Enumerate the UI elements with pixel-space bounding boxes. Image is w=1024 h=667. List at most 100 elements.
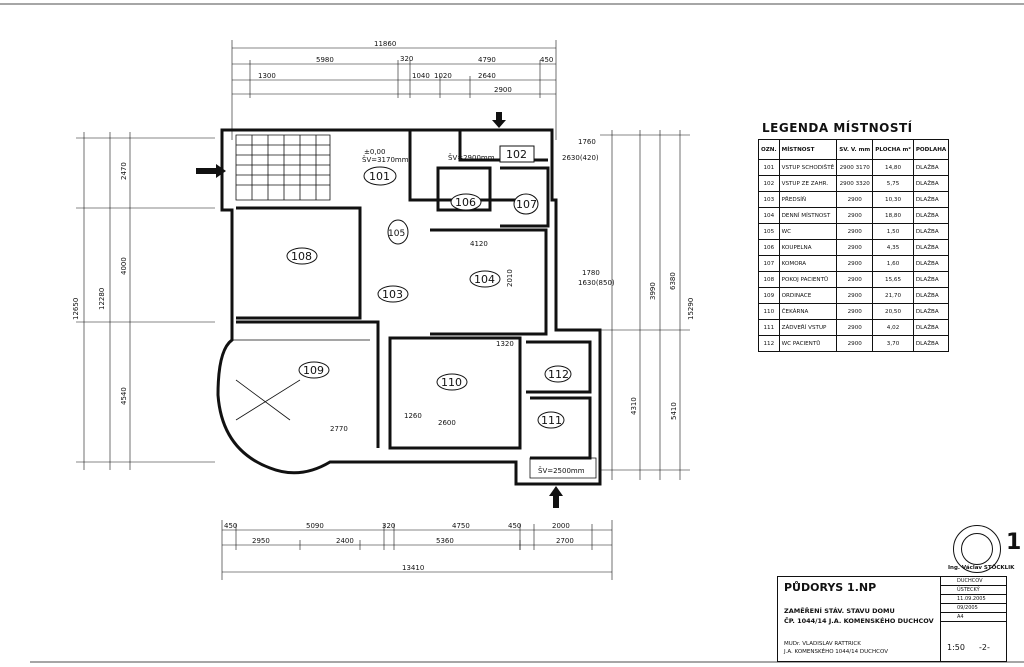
dim-bottom-3: 320 <box>382 522 395 530</box>
legend-cell-name: POKOJ PACIENTŮ <box>778 271 838 288</box>
legend-cell-area: 4,02 <box>872 319 914 336</box>
label-dim-4120: 4120 <box>470 240 488 248</box>
legend-col-area: PLOCHA m² <box>872 139 914 160</box>
legend-cell-id: 101 <box>758 159 780 176</box>
label-height-102: ŠV=2900mm <box>448 153 495 162</box>
drawing-title: PŮDORYS 1.NP <box>784 581 877 594</box>
room-111: 111 <box>541 414 562 427</box>
legend-cell-height: 2900 <box>836 207 874 224</box>
dim-left-4: 4000 <box>120 257 128 275</box>
dim-top-2: 320 <box>400 55 413 63</box>
legend-cell-area: 15,65 <box>872 271 914 288</box>
label-level-zero: ±0,00 <box>364 148 385 156</box>
drawing-description-2: ČP. 1044/14 J.A. KOMENSKÉHO DUCHCOV <box>784 617 934 625</box>
dim-top-7: 1020 <box>434 72 452 80</box>
legend-cell-floor: DLAŽBA <box>912 207 950 224</box>
right-dimension-lines <box>600 130 690 480</box>
room-legend: LEGENDA MÍSTNOSTÍ OZN. MÍSTNOST SV. V. m… <box>758 121 950 352</box>
legend-cell-area: 3,70 <box>872 335 914 352</box>
legend-cell-floor: DLAŽBA <box>912 319 950 336</box>
legend-cell-height: 2900 <box>836 287 874 304</box>
legend-cell-id: 111 <box>758 319 780 336</box>
legend-cell-height: 2900 3170 <box>836 159 874 176</box>
legend-cell-name: WC <box>778 223 838 240</box>
entry-arrow-bottom-icon <box>549 486 563 508</box>
dim-top-6: 1040 <box>412 72 430 80</box>
dim-top-10: 450 <box>540 56 553 64</box>
room-107: 107 <box>516 198 537 211</box>
tb-region: ÚSTECKÝ <box>941 586 1007 595</box>
legend-cell-area: 1,50 <box>872 223 914 240</box>
dim-bottom-total: 13410 <box>402 564 424 572</box>
legend-cell-name: ORDINACE <box>778 287 838 304</box>
dim-right-1: 1760 <box>578 138 596 146</box>
legend-cell-floor: DLAŽBA <box>912 271 950 288</box>
room-labels: 101 102 103 104 105 106 107 108 109 110 … <box>286 145 572 429</box>
label-dim-1320: 1320 <box>496 340 514 348</box>
legend-cell-id: 102 <box>758 175 780 192</box>
dim-right-5: 3990 <box>649 282 657 300</box>
legend-cell-name: ČEKÁRNA <box>778 303 838 320</box>
dim-top-total: 11860 <box>374 40 396 48</box>
room-108: 108 <box>291 250 312 263</box>
legend-cell-floor: DLAŽBA <box>912 223 950 240</box>
top-dimension-lines <box>231 40 557 140</box>
investor-address: J.A. KOMENSKÉHO 1044/14 DUCHCOV <box>784 649 888 655</box>
tb-sheet: -2- <box>979 643 990 652</box>
dim-bottom-2: 5090 <box>306 522 324 530</box>
dim-right-9: 5410 <box>670 402 678 420</box>
label-height-entry: ŠV=2500mm <box>538 466 585 475</box>
label-height-101: ŠV=3170mm <box>362 155 409 164</box>
floor-plan-walls <box>216 128 602 486</box>
legend-cell-floor: DLAŽBA <box>912 159 950 176</box>
room-101: 101 <box>369 170 390 183</box>
dim-top-4: 4790 <box>478 56 496 64</box>
legend-cell-height: 2900 <box>836 271 874 288</box>
legend-cell-height: 2900 <box>836 191 874 208</box>
label-dim-2600: 2600 <box>438 419 456 427</box>
legend-cell-floor: DLAŽBA <box>912 303 950 320</box>
legend-cell-area: 20,50 <box>872 303 914 320</box>
dim-bottom-5: 450 <box>508 522 521 530</box>
legend-cell-id: 105 <box>758 223 780 240</box>
legend-cell-area: 21,70 <box>872 287 914 304</box>
legend-cell-area: 5,75 <box>872 175 914 192</box>
legend-cell-id: 110 <box>758 303 780 320</box>
room-102: 102 <box>506 148 527 161</box>
room-105: 105 <box>388 229 405 239</box>
dim-right-3: 1780 <box>582 269 600 277</box>
label-dim-2770: 2770 <box>330 425 348 433</box>
dim-bottom-6: 2000 <box>552 522 570 530</box>
dim-bottom-9: 5360 <box>436 537 454 545</box>
legend-col-id: OZN. <box>758 139 780 160</box>
legend-cell-area: 4,35 <box>872 239 914 256</box>
dim-left-1: 12650 <box>72 298 80 320</box>
bottom-dimension-lines <box>221 520 613 580</box>
legend-cell-floor: DLAŽBA <box>912 287 950 304</box>
entry-arrow-top-icon <box>492 112 506 128</box>
dim-bottom-7: 2950 <box>252 537 270 545</box>
drawing-description-1: ZAMĚŘENÍ STÁV. STAVU DOMU <box>784 607 895 615</box>
legend-cell-height: 2900 <box>836 239 874 256</box>
legend-cell-id: 104 <box>758 207 780 224</box>
legend-cell-area: 18,80 <box>872 207 914 224</box>
legend-header-row: OZN. MÍSTNOST SV. V. mm PLOCHA m² PODLAH… <box>758 139 950 160</box>
tb-format: A4 <box>941 613 1007 622</box>
legend-cell-height: 2900 <box>836 223 874 240</box>
legend-cell-id: 103 <box>758 191 780 208</box>
legend-cell-id: 107 <box>758 255 780 272</box>
legend-cell-height: 2900 <box>836 319 874 336</box>
legend-table: OZN. MÍSTNOST SV. V. mm PLOCHA m² PODLAH… <box>758 139 950 352</box>
dim-right-6: 6380 <box>669 272 677 290</box>
legend-cell-area: 14,80 <box>872 159 914 176</box>
dim-top-3: 5980 <box>316 56 334 64</box>
legend-cell-floor: DLAŽBA <box>912 255 950 272</box>
legend-cell-name: KOUPELNA <box>778 239 838 256</box>
